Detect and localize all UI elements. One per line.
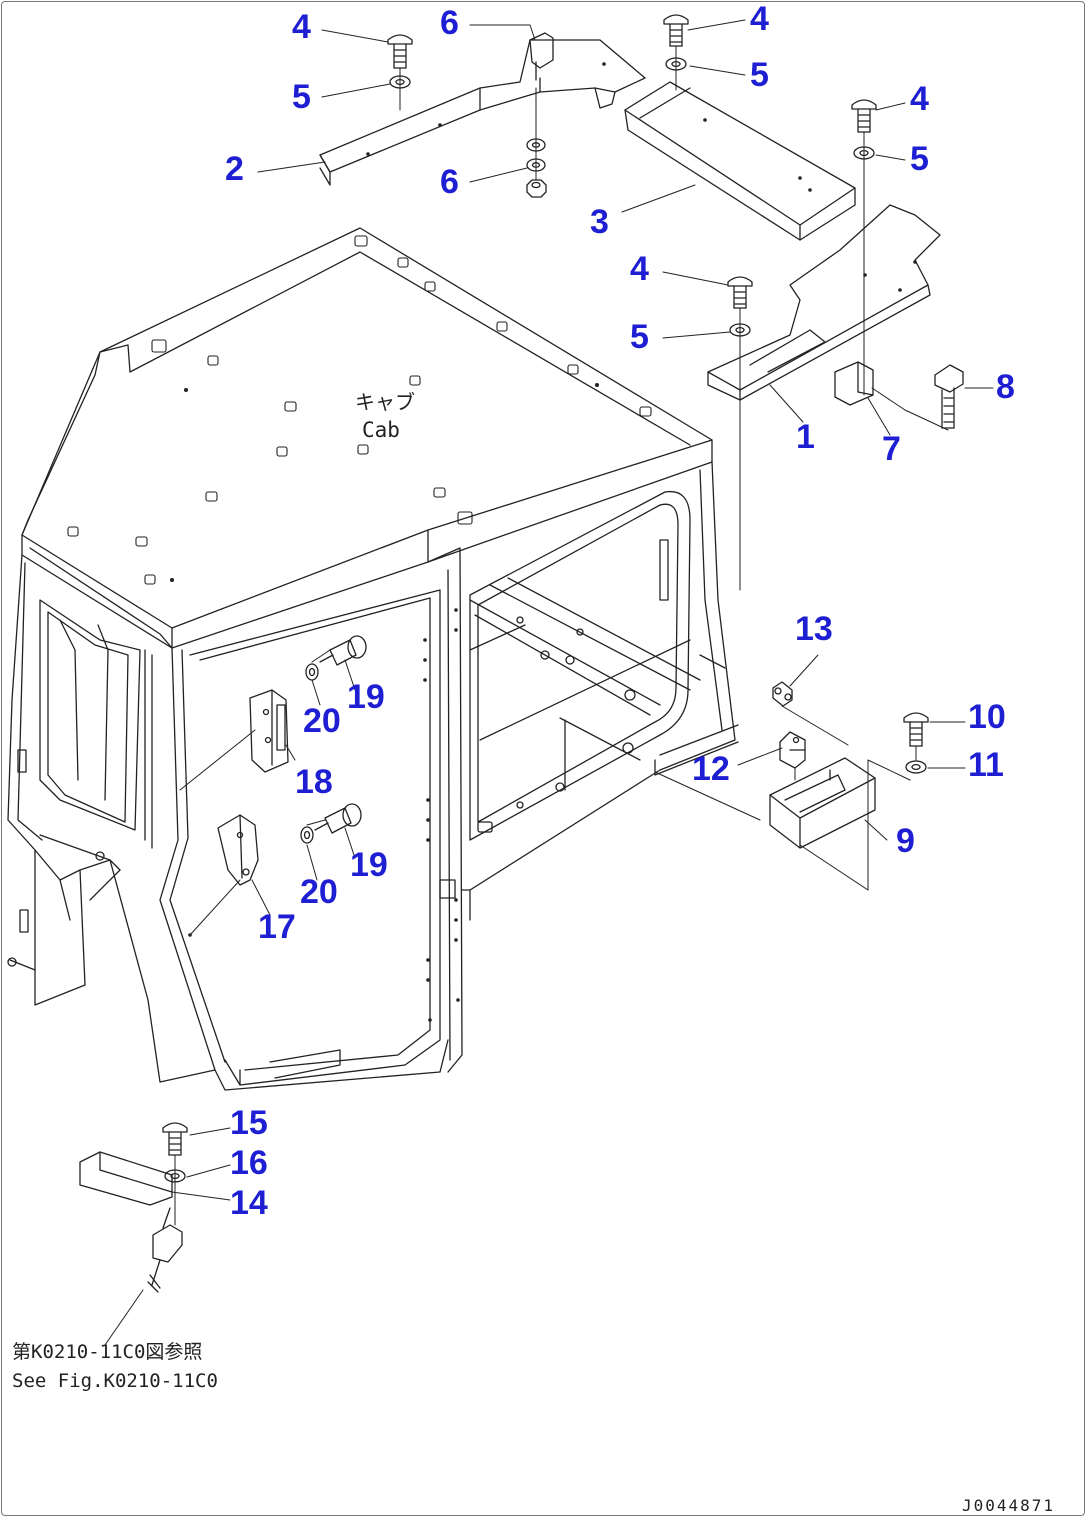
callout-11: 11	[968, 746, 1004, 784]
callout-1: 1	[796, 418, 815, 456]
callout-19: 19	[347, 678, 385, 716]
callout-5: 5	[292, 78, 311, 116]
callout-6: 6	[440, 163, 459, 201]
part-8-bolt	[935, 365, 963, 428]
cab-door-opening	[160, 548, 462, 1085]
part-12-bracket	[780, 732, 805, 768]
reference-note-english: See Fig.K0210-11C0	[12, 1370, 218, 1392]
callout-5: 5	[750, 56, 769, 94]
part-13-switch	[773, 682, 792, 706]
cab-left-side	[8, 555, 448, 1090]
callout-3: 3	[590, 203, 609, 241]
callout-4: 4	[292, 8, 311, 46]
reference-note-japanese: 第K0210-11C0図参照	[12, 1341, 203, 1363]
callout-17: 17	[258, 908, 296, 946]
callout-5: 5	[630, 318, 649, 356]
callout-7: 7	[882, 430, 901, 468]
drawing-code: J0044871	[962, 1496, 1056, 1515]
cab-label-japanese: キャブ	[355, 390, 415, 414]
callout-20: 20	[300, 873, 338, 911]
cab-label-english: Cab	[362, 418, 400, 442]
part-18-hinge	[250, 690, 288, 772]
cab-right-side	[462, 462, 738, 920]
callout-9: 9	[896, 822, 915, 860]
callout-20: 20	[303, 702, 341, 740]
callout-4: 4	[750, 0, 769, 38]
part-7-clip	[835, 362, 873, 405]
callout-16: 16	[230, 1144, 268, 1182]
callout-5: 5	[910, 140, 929, 178]
part-3-cover	[625, 82, 855, 240]
callout-13: 13	[795, 610, 833, 648]
cab-roof	[22, 228, 712, 648]
part-2-bracket	[320, 40, 645, 185]
callout-19: 19	[350, 846, 388, 884]
leader-lines	[105, 20, 993, 1345]
callout-8: 8	[996, 368, 1015, 406]
callout-15: 15	[230, 1104, 268, 1142]
fasteners	[163, 15, 928, 1182]
callout-2: 2	[225, 150, 244, 188]
callout-18: 18	[295, 763, 333, 801]
callout-4: 4	[910, 80, 929, 118]
part-14-bracket	[80, 1152, 182, 1292]
part-9-plate	[770, 758, 875, 848]
callout-10: 10	[968, 698, 1006, 736]
callout-4: 4	[630, 250, 649, 288]
callout-6: 6	[440, 4, 459, 42]
part-17-hinge	[218, 815, 258, 885]
part-1-panel	[708, 205, 940, 400]
callout-14: 14	[230, 1184, 268, 1222]
callout-12: 12	[692, 750, 730, 788]
